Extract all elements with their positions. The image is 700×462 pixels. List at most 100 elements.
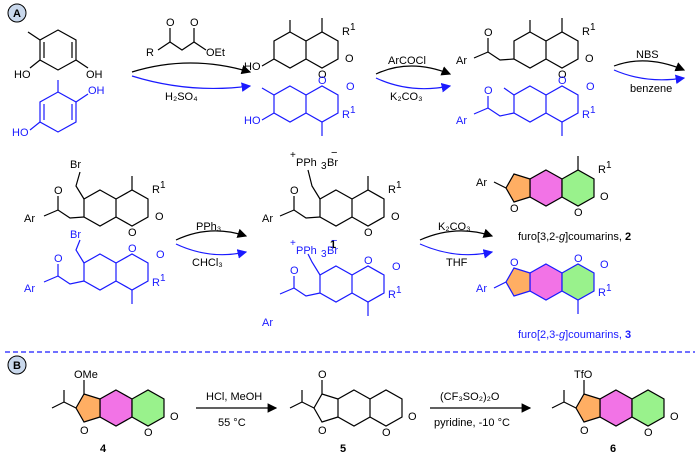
svg-text:OH: OH	[86, 69, 103, 81]
svg-text:1: 1	[350, 105, 356, 116]
svg-text:O: O	[166, 17, 175, 29]
svg-text:O: O	[128, 243, 137, 255]
svg-text:O: O	[170, 411, 179, 423]
svg-text:Ar: Ar	[456, 55, 467, 67]
svg-text:+: +	[290, 238, 296, 249]
arrow-step3	[613, 60, 686, 72]
svg-text:HO: HO	[244, 61, 261, 73]
coumarin-6-hydroxy: HO O O R 1	[244, 75, 356, 136]
coumarin-7-hydroxy: HO O O R 1	[244, 18, 356, 81]
svg-text:−: −	[331, 235, 337, 247]
compound-label-3: furo[2,3-g]coumarins, 3	[518, 329, 631, 341]
compound-4: OMe O O O	[51, 369, 179, 439]
svg-text:O: O	[346, 81, 355, 93]
svg-text:3: 3	[321, 161, 327, 172]
reagent-pyridine: pyridine, -10 °C	[434, 417, 510, 429]
ketoester-reagent: O O R OEt	[146, 17, 225, 59]
reagent-chcl3: CHCl₃	[192, 257, 223, 269]
arrow-step3-blue	[613, 69, 686, 85]
reagent-tf2o: (CF₃SO₂)₂O	[440, 391, 500, 403]
svg-text:O: O	[580, 425, 589, 437]
svg-text:R: R	[582, 26, 590, 38]
arrow-step2-blue	[375, 77, 452, 93]
arrow-step4	[175, 228, 248, 241]
svg-text:R: R	[152, 277, 160, 289]
reagent-nbs: NBS	[636, 49, 659, 61]
furocoumarin-3: Ar O O O R 1	[476, 253, 612, 314]
svg-text:O: O	[156, 249, 165, 261]
svg-text:B: B	[13, 360, 21, 372]
arrow-step1	[131, 62, 252, 75]
panel-label-a: A	[7, 3, 27, 23]
svg-text:−: −	[331, 147, 337, 159]
compound-6: TfO O O O	[551, 369, 679, 439]
svg-text:A: A	[13, 8, 21, 20]
reagent-thf: THF	[446, 257, 468, 269]
svg-text:HO: HO	[14, 69, 31, 81]
svg-text:O: O	[155, 211, 164, 223]
svg-text:O: O	[585, 53, 594, 65]
svg-text:O: O	[574, 207, 583, 219]
svg-text:O: O	[644, 427, 653, 439]
svg-text:1: 1	[606, 160, 612, 171]
svg-text:OH: OH	[88, 85, 105, 97]
methylresorcinol-structure: HO OH	[14, 29, 103, 81]
svg-text:O: O	[484, 85, 493, 97]
svg-text:O: O	[345, 53, 354, 65]
svg-text:O: O	[510, 203, 519, 215]
reagent-hcl-meoh: HCl, MeOH	[206, 391, 262, 403]
svg-text:O: O	[600, 259, 609, 271]
furocoumarin-2: Ar O O O R 1	[476, 156, 612, 219]
reagent-temp-55: 55 °C	[218, 417, 246, 429]
svg-text:O: O	[364, 255, 373, 267]
methylhydroquinone-structure: OH HO	[12, 80, 105, 139]
svg-text:O: O	[510, 257, 519, 269]
aroyloxy-coumarin-blue: O Ar O O R 1	[456, 75, 596, 136]
svg-text:TfO: TfO	[574, 369, 593, 381]
svg-text:O: O	[600, 191, 609, 203]
svg-text:O: O	[392, 261, 401, 273]
svg-text:O: O	[408, 411, 417, 423]
reagent-h2so4: H₂SO₄	[165, 91, 198, 103]
arrow-step5	[419, 228, 494, 241]
compound-label-4: 4	[100, 443, 107, 455]
svg-text:O: O	[144, 427, 153, 439]
svg-text:HO: HO	[12, 127, 29, 139]
reagent-benzene: benzene	[630, 83, 672, 95]
svg-text:O: O	[128, 227, 137, 239]
svg-text:1: 1	[606, 283, 612, 294]
reagent-pph3: PPh₃	[196, 221, 221, 233]
svg-text:1: 1	[590, 105, 596, 116]
svg-text:O: O	[484, 27, 493, 39]
svg-text:O: O	[558, 75, 567, 87]
svg-text:PPh: PPh	[296, 245, 317, 257]
arrow-step2	[375, 65, 452, 76]
svg-text:O: O	[290, 185, 299, 197]
svg-text:Br: Br	[70, 229, 81, 241]
svg-text:Ar: Ar	[262, 213, 273, 225]
svg-text:O: O	[318, 425, 327, 437]
aroyloxy-coumarin: O Ar O O R 1	[456, 18, 596, 81]
svg-text:OEt: OEt	[206, 47, 225, 59]
svg-text:R: R	[342, 109, 350, 121]
svg-text:R: R	[152, 184, 160, 196]
svg-text:O: O	[558, 69, 567, 81]
svg-text:O: O	[318, 69, 327, 81]
svg-text:1: 1	[350, 22, 356, 33]
svg-text:O: O	[54, 185, 63, 197]
phosphonium-salt-blue: + PPh 3 Br − O Ar O O R 1	[262, 235, 402, 329]
svg-text:O: O	[670, 411, 679, 423]
svg-text:Br: Br	[327, 157, 338, 169]
compound-label-6: 6	[610, 443, 616, 455]
svg-text:Ar: Ar	[456, 115, 467, 127]
svg-text:PPh: PPh	[296, 157, 317, 169]
svg-text:1: 1	[396, 285, 402, 296]
reagent-k2co3: K₂CO₃	[390, 91, 423, 103]
svg-text:O: O	[290, 265, 299, 277]
svg-text:O: O	[574, 253, 583, 265]
compound-label-2: furo[3,2-g]coumarins, 2	[518, 231, 631, 243]
svg-text:R: R	[146, 47, 154, 59]
compound-5: O O O O	[289, 369, 417, 439]
svg-text:+: +	[290, 150, 296, 161]
